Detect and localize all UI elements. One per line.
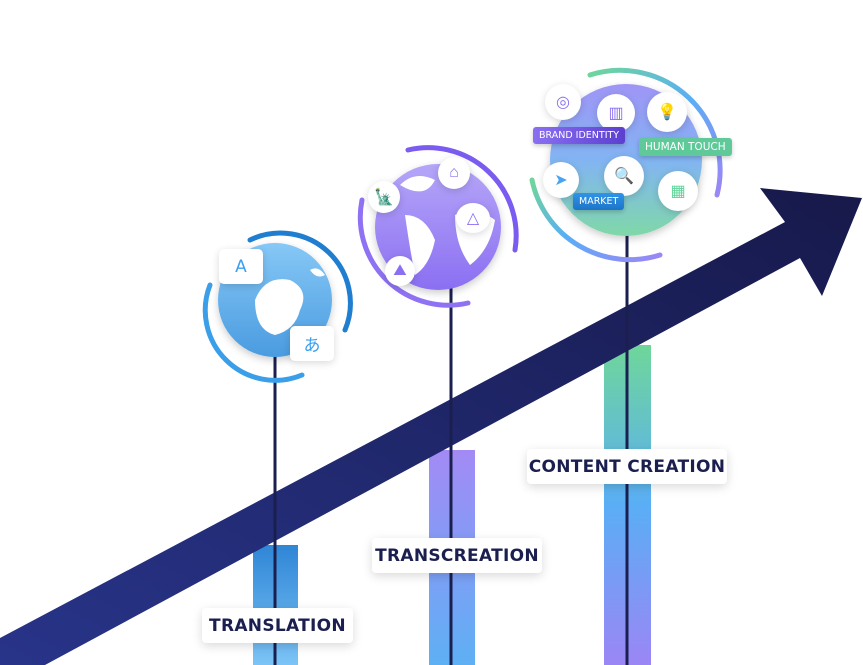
leaning-tower-icon: ⌂ xyxy=(438,157,470,189)
bar-chart-icon: ▥ xyxy=(597,94,635,132)
puzzle-icon: ▦ xyxy=(658,171,698,211)
mountains-icon: ⛰ xyxy=(385,256,415,286)
paper-plane-icon: ➤ xyxy=(543,162,579,198)
magnifier-icon: 🔍 xyxy=(604,156,644,196)
target-icon: ◎ xyxy=(545,84,581,120)
market-tag: MARKET xyxy=(573,193,625,210)
growth-arrow xyxy=(0,188,862,665)
statue-of-liberty-icon: 🗽 xyxy=(368,181,400,213)
japanese-letter-chip: あ xyxy=(290,326,334,361)
latin-letter-chip: A xyxy=(219,249,263,284)
human-touch-tag: HUMAN TOUCH xyxy=(639,138,732,156)
pyramids-icon: △ xyxy=(456,203,490,233)
transcreation-label: TRANSCREATION xyxy=(372,538,542,573)
brand-identity-tag: BRAND IDENTITY xyxy=(533,127,626,144)
translation-label: TRANSLATION xyxy=(202,608,353,643)
lightbulb-icon: 💡 xyxy=(647,92,687,132)
content-creation-label: CONTENT CREATION xyxy=(527,449,727,484)
